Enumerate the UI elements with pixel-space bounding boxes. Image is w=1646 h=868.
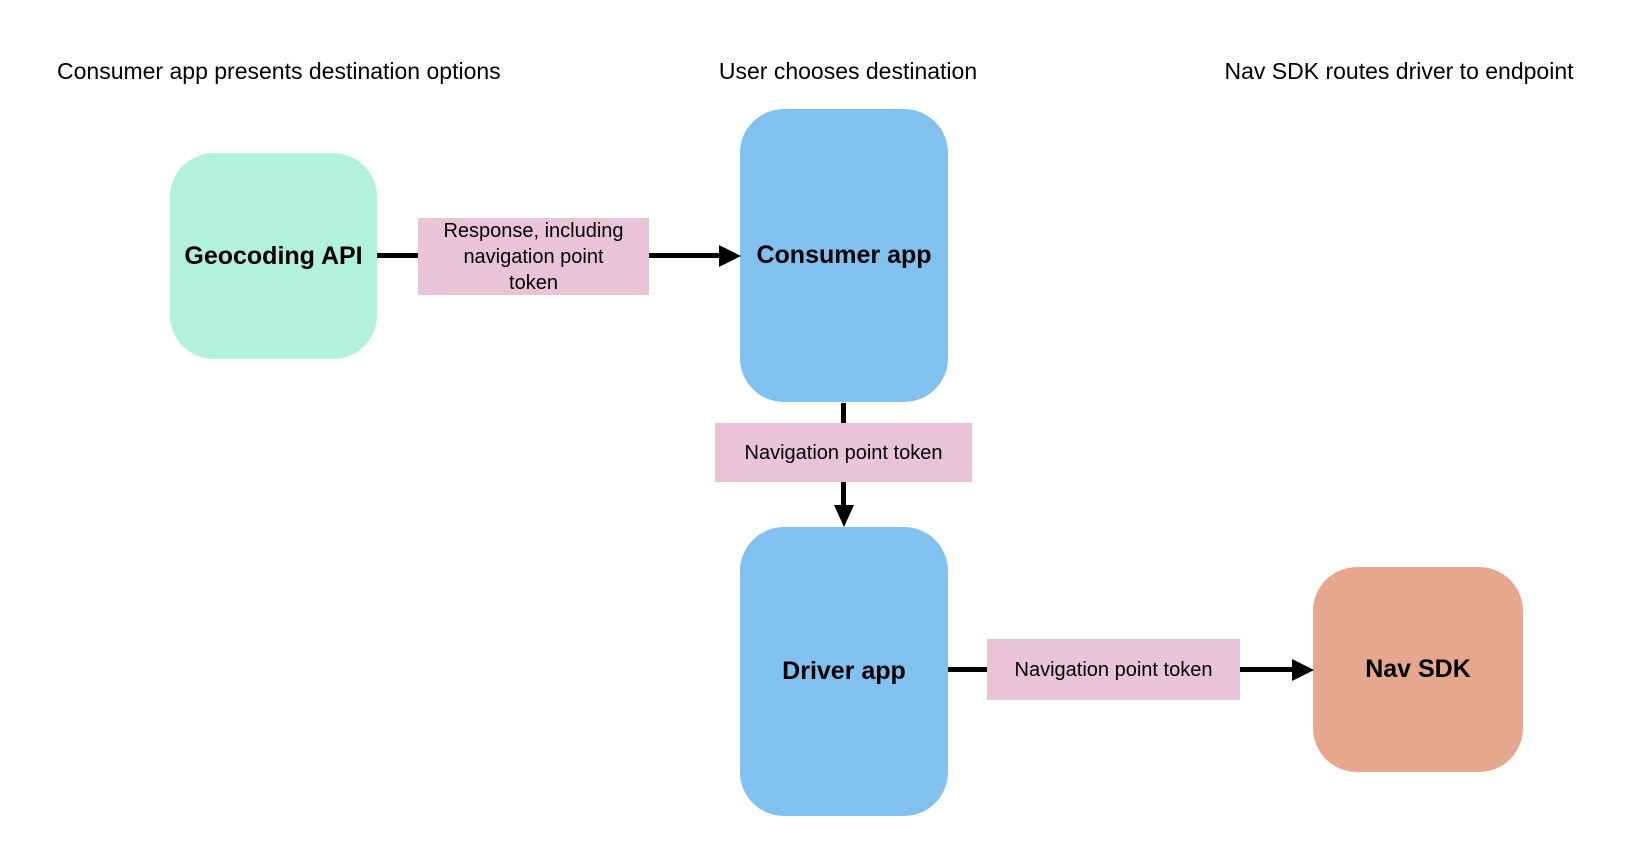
column-header-user-chooses: User chooses destination <box>718 58 978 84</box>
edge-geocoding-to-consumer-line <box>377 253 418 258</box>
node-nav-sdk: Nav SDK <box>1313 567 1523 772</box>
edge-consumer-to-driver-line <box>841 482 846 506</box>
edge-driver-to-navsdk-line <box>948 667 987 672</box>
edge-label-navigation-point-token-right: Navigation point token <box>987 639 1240 700</box>
node-driver-app: Driver app <box>740 527 948 816</box>
column-header-consumer-presents: Consumer app presents destination option… <box>57 58 501 84</box>
node-nav-sdk-label: Nav SDK <box>1365 655 1471 683</box>
node-geocoding-api: Geocoding API <box>170 153 377 359</box>
node-driver-app-label: Driver app <box>782 657 906 685</box>
edge-driver-to-navsdk-line <box>1240 667 1292 672</box>
node-consumer-app: Consumer app <box>740 109 948 402</box>
arrowhead-right-icon <box>719 245 741 267</box>
edge-label-navigation-point-token-mid: Navigation point token <box>715 423 972 482</box>
column-header-nav-sdk-routes: Nav SDK routes driver to endpoint <box>1224 58 1574 84</box>
edge-label-response-including-token: Response, including navigation point tok… <box>418 218 649 295</box>
node-consumer-app-label: Consumer app <box>756 241 932 269</box>
arrowhead-right-icon <box>1292 659 1314 681</box>
edge-consumer-to-driver-line <box>841 403 846 423</box>
node-geocoding-api-label: Geocoding API <box>184 241 363 270</box>
arrowhead-down-icon <box>834 505 854 527</box>
edge-geocoding-to-consumer-line <box>649 253 720 258</box>
